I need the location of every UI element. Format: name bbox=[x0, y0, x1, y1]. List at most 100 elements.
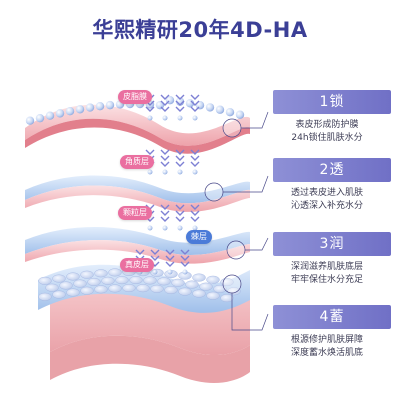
chevron-down-icon bbox=[180, 255, 190, 261]
dermis-block bbox=[38, 264, 250, 384]
chevron-down-icon bbox=[160, 94, 170, 100]
chevron-down-icon bbox=[145, 106, 155, 112]
chevron-down-icon bbox=[150, 249, 160, 255]
ha-molecule bbox=[25, 116, 35, 125]
chevron-down-icon bbox=[160, 149, 170, 155]
ha-molecule bbox=[177, 225, 183, 231]
cell bbox=[45, 283, 59, 292]
chevron-down-icon bbox=[190, 216, 200, 222]
cell bbox=[52, 274, 66, 283]
ha-molecule bbox=[215, 105, 225, 114]
step-description: 根源修护肌肤屏障深度蓄水焕活肌底 bbox=[290, 335, 363, 358]
ha-molecule bbox=[225, 107, 235, 117]
cell bbox=[108, 268, 122, 277]
chevron-down-icon bbox=[175, 149, 185, 155]
chevron-down-icon bbox=[190, 149, 200, 155]
cell bbox=[220, 294, 234, 303]
cell bbox=[171, 278, 185, 287]
layer-tag-dermis: 真皮层 bbox=[120, 258, 154, 272]
cell bbox=[206, 291, 220, 300]
cell bbox=[108, 284, 122, 293]
ha-molecule bbox=[152, 269, 158, 275]
chevron-down-icon bbox=[190, 210, 200, 216]
cell bbox=[101, 276, 115, 285]
cell bbox=[80, 286, 94, 295]
cell bbox=[143, 276, 157, 285]
chevron-down-icon bbox=[165, 261, 175, 267]
chevron-down-icon bbox=[175, 216, 185, 222]
step-store: 4蓄 根源修护肌肤屏障深度蓄水焕活肌底 bbox=[245, 305, 395, 360]
cell bbox=[178, 287, 192, 296]
chevron-down-icon bbox=[145, 149, 155, 155]
layer-tag-spinous: 棘层 bbox=[186, 230, 212, 244]
cell bbox=[52, 290, 66, 299]
cell bbox=[66, 272, 80, 281]
ha-molecule bbox=[192, 115, 198, 121]
chevron-down-icon bbox=[175, 100, 185, 106]
chevron-down-icon bbox=[175, 155, 185, 161]
cell bbox=[94, 285, 108, 294]
cell bbox=[150, 284, 164, 293]
ha-molecule bbox=[177, 115, 183, 121]
cell bbox=[157, 277, 171, 286]
chevron-down-icon bbox=[150, 255, 160, 261]
ha-molecule bbox=[182, 269, 188, 275]
ha-molecule bbox=[55, 109, 65, 118]
chevron-down-icon bbox=[175, 210, 185, 216]
ha-molecule bbox=[205, 103, 215, 112]
step-heading: 1锁 bbox=[273, 90, 391, 114]
chevron-down-icon bbox=[190, 204, 200, 210]
step-description: 透过表皮进入肌肤沁透深入补充水分 bbox=[290, 188, 363, 211]
ha-molecule bbox=[177, 169, 183, 175]
cell bbox=[73, 279, 87, 288]
ha-molecule bbox=[162, 169, 168, 175]
ha-molecule bbox=[105, 100, 115, 110]
cell bbox=[80, 270, 94, 279]
step-heading: 4蓄 bbox=[273, 305, 391, 329]
cell bbox=[185, 280, 199, 289]
ha-molecule bbox=[162, 225, 168, 231]
chevron-down-icon bbox=[190, 100, 200, 106]
cell bbox=[94, 269, 108, 278]
cell bbox=[192, 273, 206, 282]
chevron-down-icon bbox=[190, 106, 200, 112]
ha-molecule bbox=[147, 225, 153, 231]
layer-tag-corneum: 角质层 bbox=[120, 155, 154, 169]
ha-molecule bbox=[162, 115, 168, 121]
chevron-down-icon bbox=[190, 161, 200, 167]
cell bbox=[38, 292, 52, 301]
cell bbox=[164, 286, 178, 295]
ha-molecule bbox=[95, 101, 105, 111]
cell bbox=[59, 281, 73, 290]
callout-lines bbox=[204, 111, 269, 331]
chevron-down-icon bbox=[160, 106, 170, 112]
ha-molecule bbox=[147, 169, 153, 175]
chevron-down-icon bbox=[190, 155, 200, 161]
ha-molecule bbox=[45, 111, 55, 120]
sebum-film-layer bbox=[25, 96, 250, 154]
cell bbox=[115, 276, 129, 285]
chevron-down-icon bbox=[160, 155, 170, 161]
cell bbox=[192, 289, 206, 298]
step-penetrate: 2透 透过表皮进入肌肤沁透深入补充水分 bbox=[245, 158, 395, 213]
cell bbox=[136, 284, 150, 293]
ha-molecule bbox=[85, 103, 95, 112]
step-heading: 3润 bbox=[273, 232, 391, 256]
ha-molecule bbox=[75, 105, 85, 114]
cell bbox=[199, 282, 213, 291]
chevron-down-icon bbox=[180, 249, 190, 255]
chevron-down-icon bbox=[135, 249, 145, 255]
step-moisturize: 3润 深润滋养肌肤底层牢牢保住水分充足 bbox=[245, 232, 395, 287]
chevron-down-icon bbox=[160, 210, 170, 216]
layer-tag-granular: 颗粒层 bbox=[118, 206, 152, 220]
stratum-corneum-layer bbox=[25, 175, 250, 212]
cell bbox=[66, 288, 80, 297]
ha-molecule bbox=[192, 225, 198, 231]
chevron-down-icon bbox=[175, 94, 185, 100]
ha-molecule bbox=[65, 107, 75, 116]
chevron-down-icon bbox=[165, 249, 175, 255]
ha-molecule bbox=[35, 113, 45, 123]
cell bbox=[87, 277, 101, 286]
